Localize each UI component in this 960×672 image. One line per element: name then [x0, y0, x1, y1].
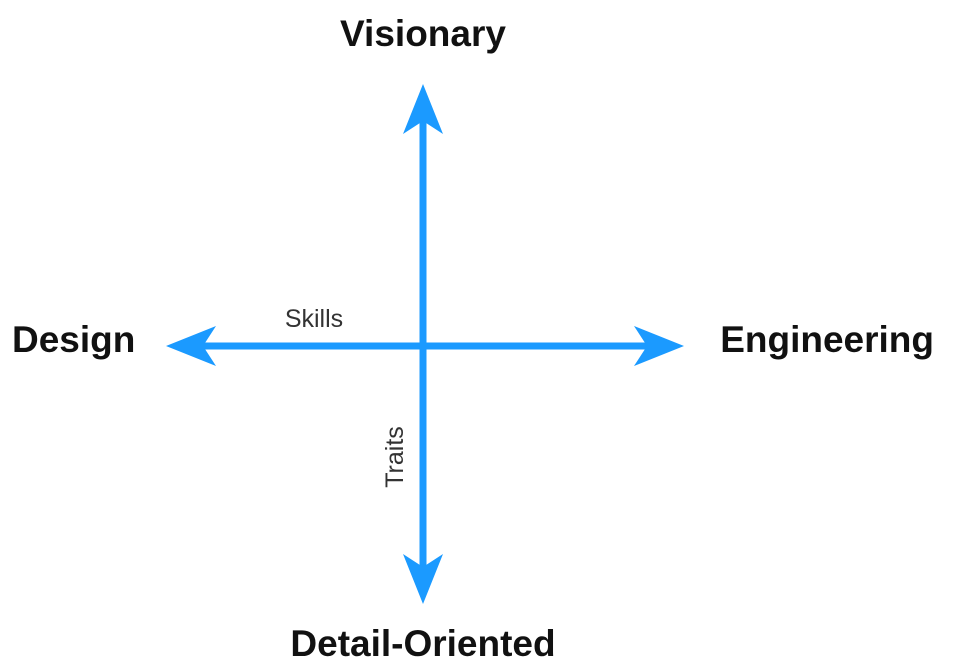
pole-label-bottom: Detail-Oriented — [290, 623, 555, 664]
pole-label-left: Design — [12, 319, 135, 360]
top-arrowhead — [403, 84, 443, 134]
left-arrowhead — [166, 326, 216, 366]
right-arrowhead — [634, 326, 684, 366]
pole-label-top: Visionary — [340, 13, 506, 54]
pole-label-right: Engineering — [720, 319, 934, 360]
bottom-arrowhead — [403, 554, 443, 604]
vertical-axis-label: Traits — [381, 426, 409, 488]
horizontal-axis-label: Skills — [285, 305, 343, 333]
